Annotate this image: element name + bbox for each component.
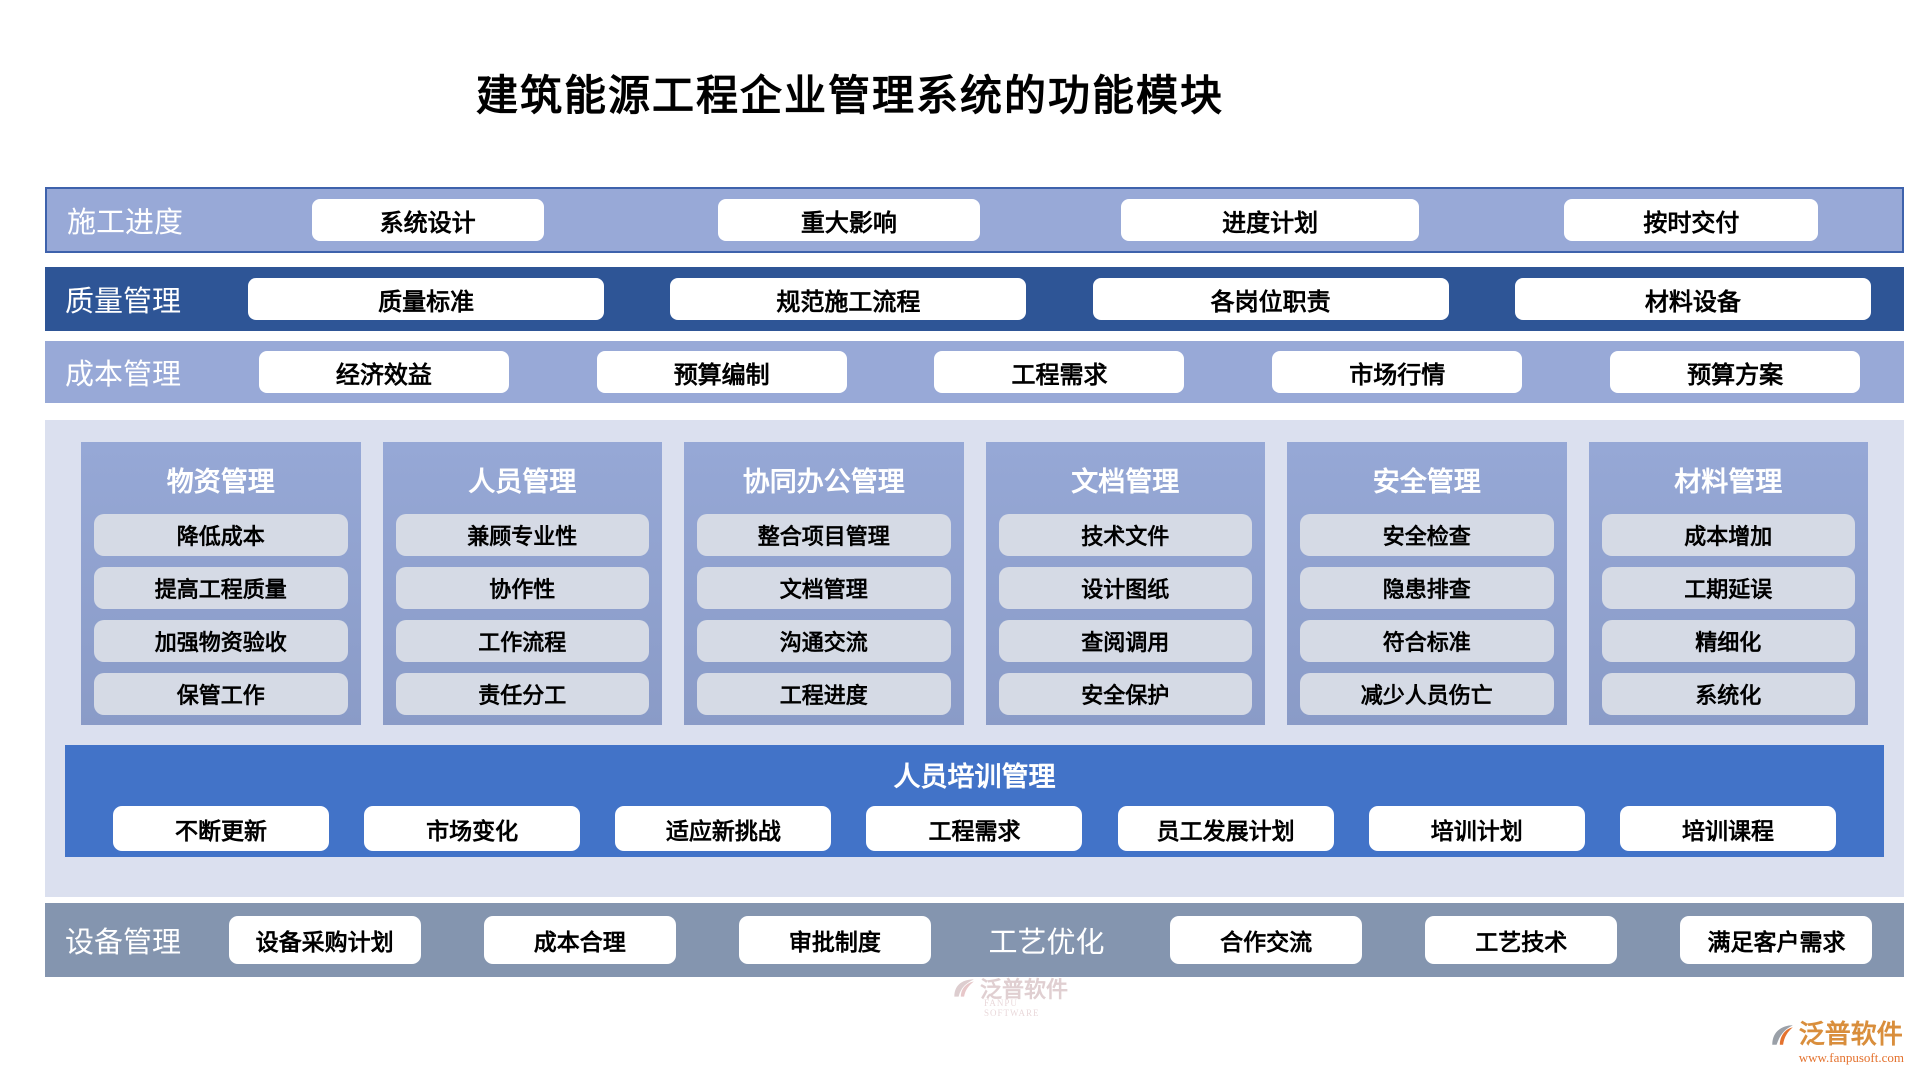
module-pill: 预算编制 xyxy=(596,351,847,393)
column-title: 物资管理 xyxy=(166,467,275,497)
fanpu-logo-icon xyxy=(1771,1025,1793,1045)
band-construction-progress: 施工进度 系统设计 重大影响 进度计划 按时交付 xyxy=(45,187,1904,253)
column-safety: 安全管理 安全检查 隐患排查 符合标准 减少人员伤亡 xyxy=(1287,442,1567,725)
module-pill: 工程进度 xyxy=(697,673,951,715)
column-title: 协同办公管理 xyxy=(742,467,905,497)
band-label: 设备管理 xyxy=(65,927,182,959)
watermark-brand-en: FANPU SOFTWARE xyxy=(984,998,1040,1018)
module-pill: 协作性 xyxy=(395,567,649,609)
column-title: 文档管理 xyxy=(1071,467,1180,497)
module-pill: 质量标准 xyxy=(248,278,605,320)
column-documents: 文档管理 技术文件 设计图纸 查阅调用 安全保护 xyxy=(985,442,1265,725)
module-pill: 沟通交流 xyxy=(697,620,951,662)
column-title: 材料管理 xyxy=(1674,467,1783,497)
module-pill: 技术文件 xyxy=(998,514,1252,556)
module-pill: 进度计划 xyxy=(1121,199,1420,241)
module-pill: 符合标准 xyxy=(1300,620,1554,662)
module-pill: 各岗位职责 xyxy=(1092,278,1449,320)
band-quality-management: 质量管理 质量标准 规范施工流程 各岗位职责 材料设备 xyxy=(45,267,1904,331)
band-cost-management: 成本管理 经济效益 预算编制 工程需求 市场行情 预算方案 xyxy=(45,341,1904,403)
module-pill: 适应新挑战 xyxy=(615,806,832,851)
page-title: 建筑能源工程企业管理系统的功能模块 xyxy=(475,74,1224,120)
module-columns: 物资管理 降低成本 提高工程质量 加强物资验收 保管工作 人员管理 兼顾专业性 … xyxy=(81,442,1868,725)
module-pill: 材料设备 xyxy=(1514,278,1871,320)
module-pill: 责任分工 xyxy=(395,673,649,715)
module-pill: 工程需求 xyxy=(866,806,1083,851)
module-pill: 成本合理 xyxy=(483,916,676,964)
module-pill: 设备采购计划 xyxy=(228,916,421,964)
module-pill: 减少人员伤亡 xyxy=(1300,673,1554,715)
module-pill: 经济效益 xyxy=(258,351,509,393)
module-pill: 按时交付 xyxy=(1564,199,1819,241)
module-pill: 兼顾专业性 xyxy=(395,514,649,556)
module-pill: 工作流程 xyxy=(395,620,649,662)
band-label: 施工进度 xyxy=(67,207,184,239)
column-material-resources: 物资管理 降低成本 提高工程质量 加强物资验收 保管工作 xyxy=(81,442,361,725)
module-pill: 满足客户需求 xyxy=(1680,916,1873,964)
module-panel: 物资管理 降低成本 提高工程质量 加强物资验收 保管工作 人员管理 兼顾专业性 … xyxy=(45,420,1904,1018)
band-label: 成本管理 xyxy=(65,359,182,391)
module-pill: 工程需求 xyxy=(934,351,1185,393)
column-title: 人员管理 xyxy=(468,467,577,497)
watermark-url: www.fanpusoft.com xyxy=(1798,1050,1904,1065)
module-pill: 系统设计 xyxy=(311,199,544,241)
module-pill: 系统化 xyxy=(1601,673,1855,715)
module-pill: 审批制度 xyxy=(738,916,931,964)
module-pill: 市场变化 xyxy=(364,806,581,851)
module-pill: 查阅调用 xyxy=(998,620,1252,662)
module-pill: 降低成本 xyxy=(94,514,348,556)
module-pill: 文档管理 xyxy=(697,567,951,609)
module-pill: 工期延误 xyxy=(1601,567,1855,609)
module-pill: 整合项目管理 xyxy=(697,514,951,556)
module-pill: 成本增加 xyxy=(1601,514,1855,556)
module-pill: 不断更新 xyxy=(113,806,329,851)
module-pill: 重大影响 xyxy=(717,199,980,241)
watermark-corner: 泛普软件 www.fanpusoft.com xyxy=(1769,1022,1904,1066)
band-equipment-process: 设备管理 设备采购计划 成本合理 审批制度 工艺优化 合作交流 工艺技术 满足客… xyxy=(45,903,1904,977)
module-pill: 安全保护 xyxy=(998,673,1252,715)
module-pill: 隐患排查 xyxy=(1300,567,1554,609)
module-pill: 市场行情 xyxy=(1272,351,1523,393)
band-title: 人员培训管理 xyxy=(893,762,1056,792)
watermark-brand: 泛普软件 xyxy=(1798,1020,1903,1049)
band-label: 质量管理 xyxy=(65,286,182,318)
module-pill: 规范施工流程 xyxy=(670,278,1027,320)
module-pill: 预算方案 xyxy=(1610,351,1861,393)
module-pill: 培训计划 xyxy=(1368,806,1585,851)
column-personnel: 人员管理 兼顾专业性 协作性 工作流程 责任分工 xyxy=(382,442,662,725)
module-pill: 设计图纸 xyxy=(998,567,1252,609)
fanpu-logo-icon xyxy=(954,979,974,997)
module-pill: 工艺技术 xyxy=(1425,916,1618,964)
band-personnel-training: 人员培训管理 不断更新 市场变化 适应新挑战 工程需求 员工发展计划 培训计划 … xyxy=(65,745,1884,857)
column-title: 安全管理 xyxy=(1372,467,1481,497)
module-pill: 保管工作 xyxy=(94,673,348,715)
module-pill: 合作交流 xyxy=(1170,916,1363,964)
band-label: 工艺优化 xyxy=(988,927,1105,959)
module-pill: 培训课程 xyxy=(1619,806,1836,851)
module-pill: 提高工程质量 xyxy=(94,567,348,609)
column-materials: 材料管理 成本增加 工期延误 精细化 系统化 xyxy=(1588,442,1868,725)
module-pill: 加强物资验收 xyxy=(94,620,348,662)
column-collaboration: 协同办公管理 整合项目管理 文档管理 沟通交流 工程进度 xyxy=(684,442,964,725)
module-pill: 安全检查 xyxy=(1300,514,1554,556)
module-pill: 员工发展计划 xyxy=(1117,806,1334,851)
module-pill: 精细化 xyxy=(1601,620,1855,662)
